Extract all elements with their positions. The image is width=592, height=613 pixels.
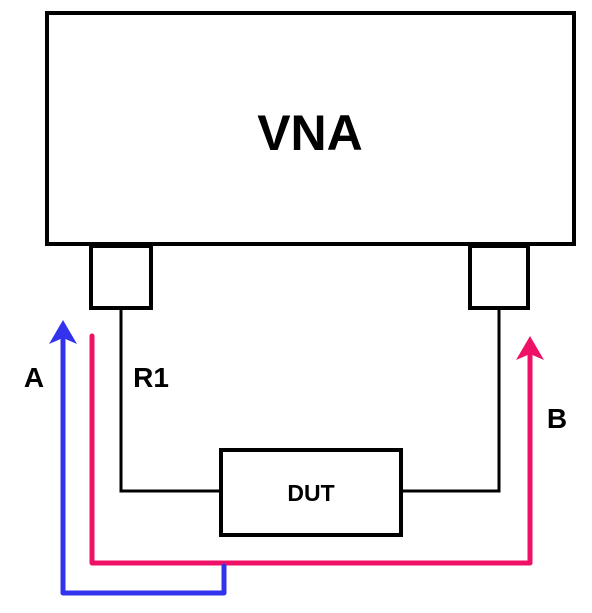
path-b-arrowhead	[516, 336, 544, 360]
vna-box	[45, 11, 576, 246]
left-port-connector	[89, 244, 153, 310]
path-a-line	[60, 337, 227, 596]
vna-label: VNA	[257, 105, 363, 161]
right-port-connector	[468, 244, 530, 310]
reference-r1-label: R1	[133, 362, 169, 393]
left-wire	[119, 310, 221, 493]
path-a-arrowhead	[49, 320, 77, 344]
right-wire	[401, 310, 501, 493]
dut-box	[219, 448, 403, 537]
path-b-label: B	[547, 403, 567, 434]
path-a-label: A	[24, 362, 44, 393]
dut-label: DUT	[287, 480, 334, 506]
path-b-line	[89, 333, 533, 566]
